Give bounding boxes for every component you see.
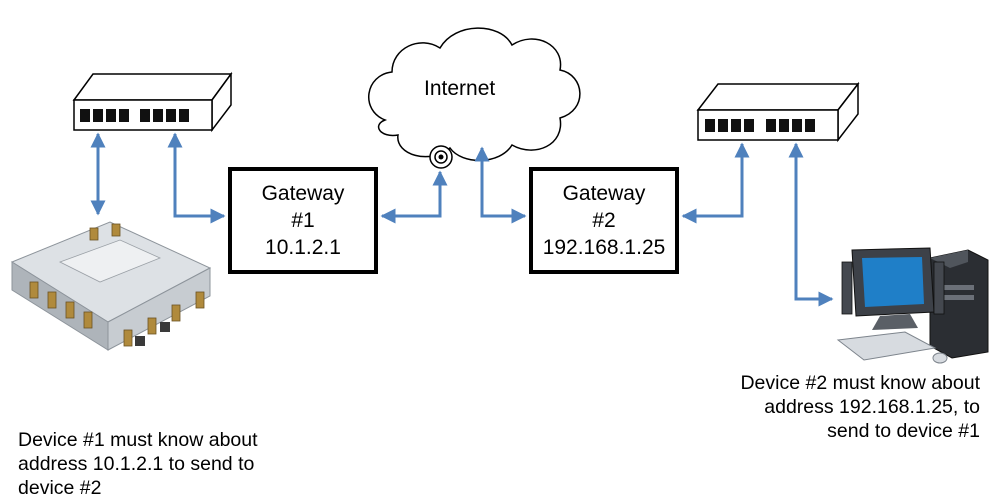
note-line: device #2 — [18, 477, 102, 499]
gateway-2-box: Gateway #2 192.168.1.25 — [529, 167, 679, 274]
cloud-icon — [368, 27, 581, 162]
internet-label: Internet — [424, 77, 496, 100]
gateway-2-number: #2 — [592, 209, 616, 232]
note-line: Device #2 must know about — [740, 372, 980, 394]
gateway-1-box: Gateway #1 10.1.2.1 — [228, 167, 378, 274]
note-line: send to device #1 — [827, 420, 980, 442]
modem-icon — [429, 145, 453, 169]
device-1-note: Device #1 must know about address 10.1.2… — [18, 428, 338, 500]
link-arrow — [380, 170, 448, 224]
note-line: address 192.168.1.25, to — [764, 396, 980, 418]
gateway-1-number: #1 — [291, 209, 315, 232]
gateway-2-title: Gateway — [562, 182, 646, 205]
gateway-1-address: 10.1.2.1 — [265, 236, 341, 259]
link-arrow — [788, 142, 834, 307]
link-arrow — [681, 142, 750, 224]
network-switch-icon — [72, 71, 233, 133]
note-line: Device #1 must know about — [18, 429, 258, 451]
device-2-note: Device #2 must know about address 192.16… — [670, 371, 980, 443]
embedded-device-icon — [10, 221, 212, 351]
network-switch-icon — [696, 81, 860, 143]
link-arrow — [167, 132, 226, 224]
desktop-computer-icon — [836, 247, 989, 364]
gateway-1-title: Gateway — [261, 182, 345, 205]
gateway-2-address: 192.168.1.25 — [542, 236, 666, 259]
link-arrow — [474, 146, 527, 224]
note-line: address 10.1.2.1 to send to — [18, 453, 255, 475]
